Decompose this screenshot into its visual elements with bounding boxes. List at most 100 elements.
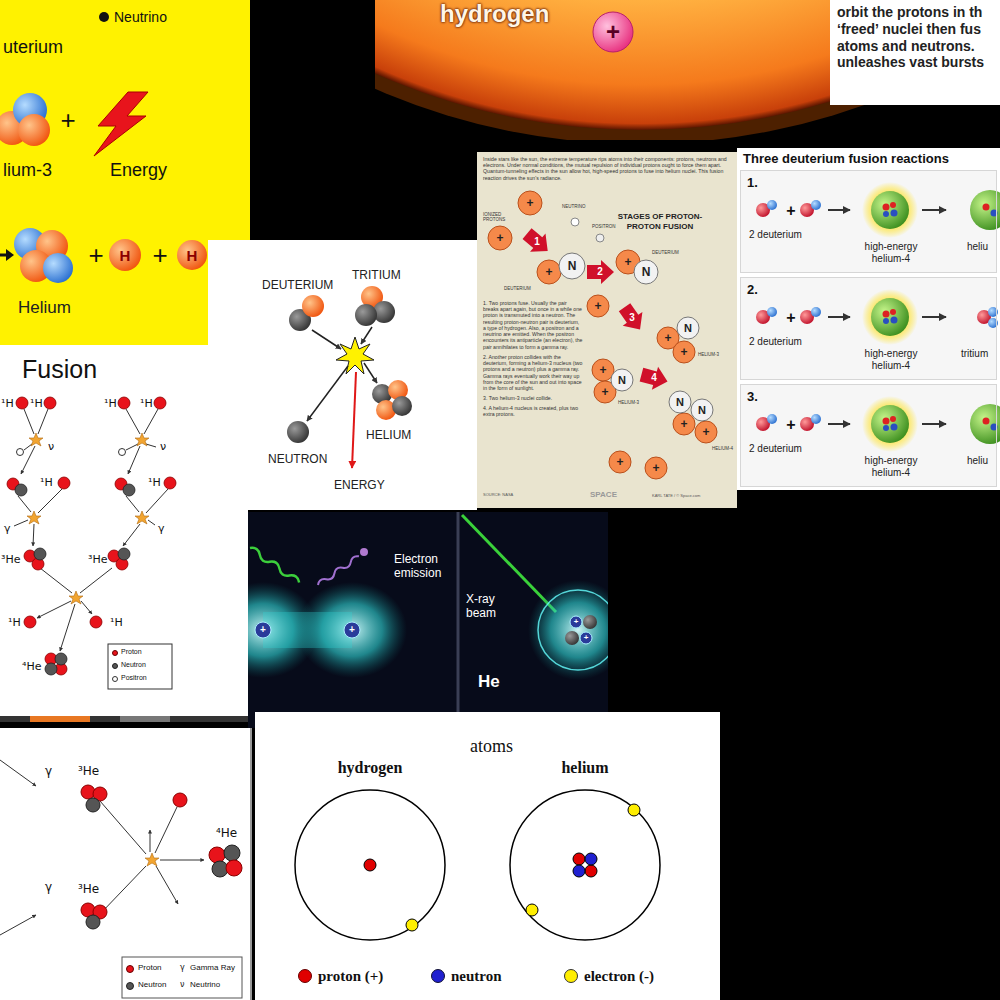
proton-particle — [673, 341, 695, 363]
fusion-chain-panel — [126, 409, 140, 434]
label-slot: DEUTERIUM — [262, 278, 333, 292]
label-slot: ν — [180, 980, 184, 990]
xray-panel — [248, 512, 608, 728]
text-label: ¹H — [8, 616, 21, 629]
particle-sign: N — [698, 405, 706, 416]
box-text: heliu — [967, 455, 988, 467]
label-slot: SPACE — [590, 490, 617, 500]
yellow-panel — [109, 239, 141, 271]
reaction-row: 1.+2 deuteriumhigh-energy helium-4heliu — [740, 170, 997, 273]
label-slot: + — [680, 346, 687, 358]
label-slot: ¹H — [30, 397, 43, 410]
text-label: lium-3 — [3, 160, 52, 182]
box-text: high-energy helium-4 — [855, 241, 927, 265]
text-label: γ — [4, 522, 11, 535]
label-slot: 2. Another proton collides with the deut… — [483, 354, 583, 391]
label-slot: + — [606, 20, 620, 44]
text-label: γ — [45, 764, 52, 778]
label-slot: Helium — [18, 298, 71, 318]
label-slot: helium — [505, 758, 665, 777]
helium-fusion-panel — [155, 807, 177, 853]
label-slot: DEUTERIUM — [504, 286, 531, 291]
neutron-ball — [118, 548, 130, 560]
label-slot: + — [786, 203, 795, 219]
label-slot: Proton — [121, 648, 142, 656]
label-slot: X-ray beam — [466, 592, 516, 621]
particle-sign: + — [606, 20, 620, 44]
label-slot: ENERGY — [334, 478, 385, 492]
legend-text: Positron — [121, 674, 147, 682]
step-number: 3 — [629, 313, 635, 323]
fusion-chain-panel — [0, 716, 248, 722]
text-label: γ — [180, 963, 185, 973]
text-label: ¹H — [148, 476, 161, 489]
label-slot: ⁴He — [22, 660, 41, 673]
label-slot: ¹H — [148, 476, 161, 489]
fusion-chain-panel — [128, 446, 140, 474]
text-label: H — [120, 248, 131, 263]
label-slot: + — [664, 332, 671, 344]
label-slot: NEUTRON — [268, 452, 327, 466]
fusion-chain-panel — [40, 568, 72, 593]
box-heading: helium — [505, 758, 665, 777]
particle-sign: + — [584, 634, 589, 642]
label-slot: 1. — [747, 175, 758, 191]
label-slot: 1. Two protons fuse. Usually the pair br… — [483, 300, 583, 350]
particle-sign: + — [680, 418, 687, 430]
neutron-particle — [611, 369, 633, 391]
neutron-ball — [34, 548, 46, 560]
neutron-ball — [123, 484, 135, 496]
legend-box — [108, 644, 172, 689]
xray-panel — [580, 632, 592, 644]
label-slot: 2 deuterium — [749, 229, 802, 241]
neutron-ball — [55, 653, 67, 665]
text-label: 3. Two helium-3 nuclei collide. — [483, 395, 583, 401]
label-slot: neutron — [451, 967, 502, 985]
xray-panel — [317, 554, 361, 587]
label-slot: Three deuterium fusion reactions — [743, 151, 949, 167]
xray-panel — [360, 548, 368, 556]
label-slot: + — [702, 426, 709, 438]
neutron-particle — [677, 317, 699, 339]
neutron-particle — [634, 260, 658, 284]
dt-fusion-panel — [208, 240, 477, 510]
fusion-chain-panel — [24, 444, 32, 450]
label-slot: 2 deuterium — [749, 443, 802, 455]
label-slot: SOURCE: NASA — [483, 493, 513, 498]
reactions-panel — [983, 204, 990, 211]
yellow-panel — [94, 92, 148, 156]
label-slot: 2 deuterium — [749, 336, 802, 348]
helium-fusion-panel — [150, 830, 151, 852]
helium-fusion-panel — [173, 793, 187, 807]
text-label: Inside stars like the sun, the extreme t… — [483, 156, 731, 181]
box-text: + — [786, 310, 795, 326]
label-slot: Neutrino — [190, 980, 220, 990]
text-label: TRITIUM — [352, 268, 401, 282]
helium-fusion-panel — [0, 728, 252, 1000]
legend-text: Proton — [138, 963, 162, 973]
text-label: 1. Two protons fuse. Usually the pair br… — [483, 300, 583, 350]
orbit-circle — [510, 790, 660, 940]
label-slot: Proton — [138, 963, 162, 973]
box-text: high-energy helium-4 — [855, 348, 927, 372]
text-label: ¹H — [40, 476, 53, 489]
box-text: orbit the protons in th ‘freed’ nuclei t… — [837, 4, 996, 71]
neutron-particle — [669, 391, 691, 413]
fusion-chain-panel — [38, 409, 48, 434]
xray-panel — [538, 590, 608, 670]
text-label: ⁴He — [216, 826, 237, 840]
text-label: ν — [180, 980, 184, 990]
label-slot: + — [616, 456, 623, 468]
legend-text: neutron — [451, 967, 502, 985]
label-slot: ¹H — [8, 616, 21, 629]
text-label: uterium — [3, 37, 63, 59]
step-arrow — [615, 300, 650, 336]
text-label: NEUTRON — [268, 452, 327, 466]
text-label: ν — [160, 440, 166, 453]
proton-ball — [24, 616, 36, 628]
particle-sign: + — [702, 426, 709, 438]
fusion-chain-panel — [80, 568, 112, 593]
label-slot: + — [652, 462, 659, 474]
text-label: KARL TATE / © Space.com — [652, 494, 700, 499]
